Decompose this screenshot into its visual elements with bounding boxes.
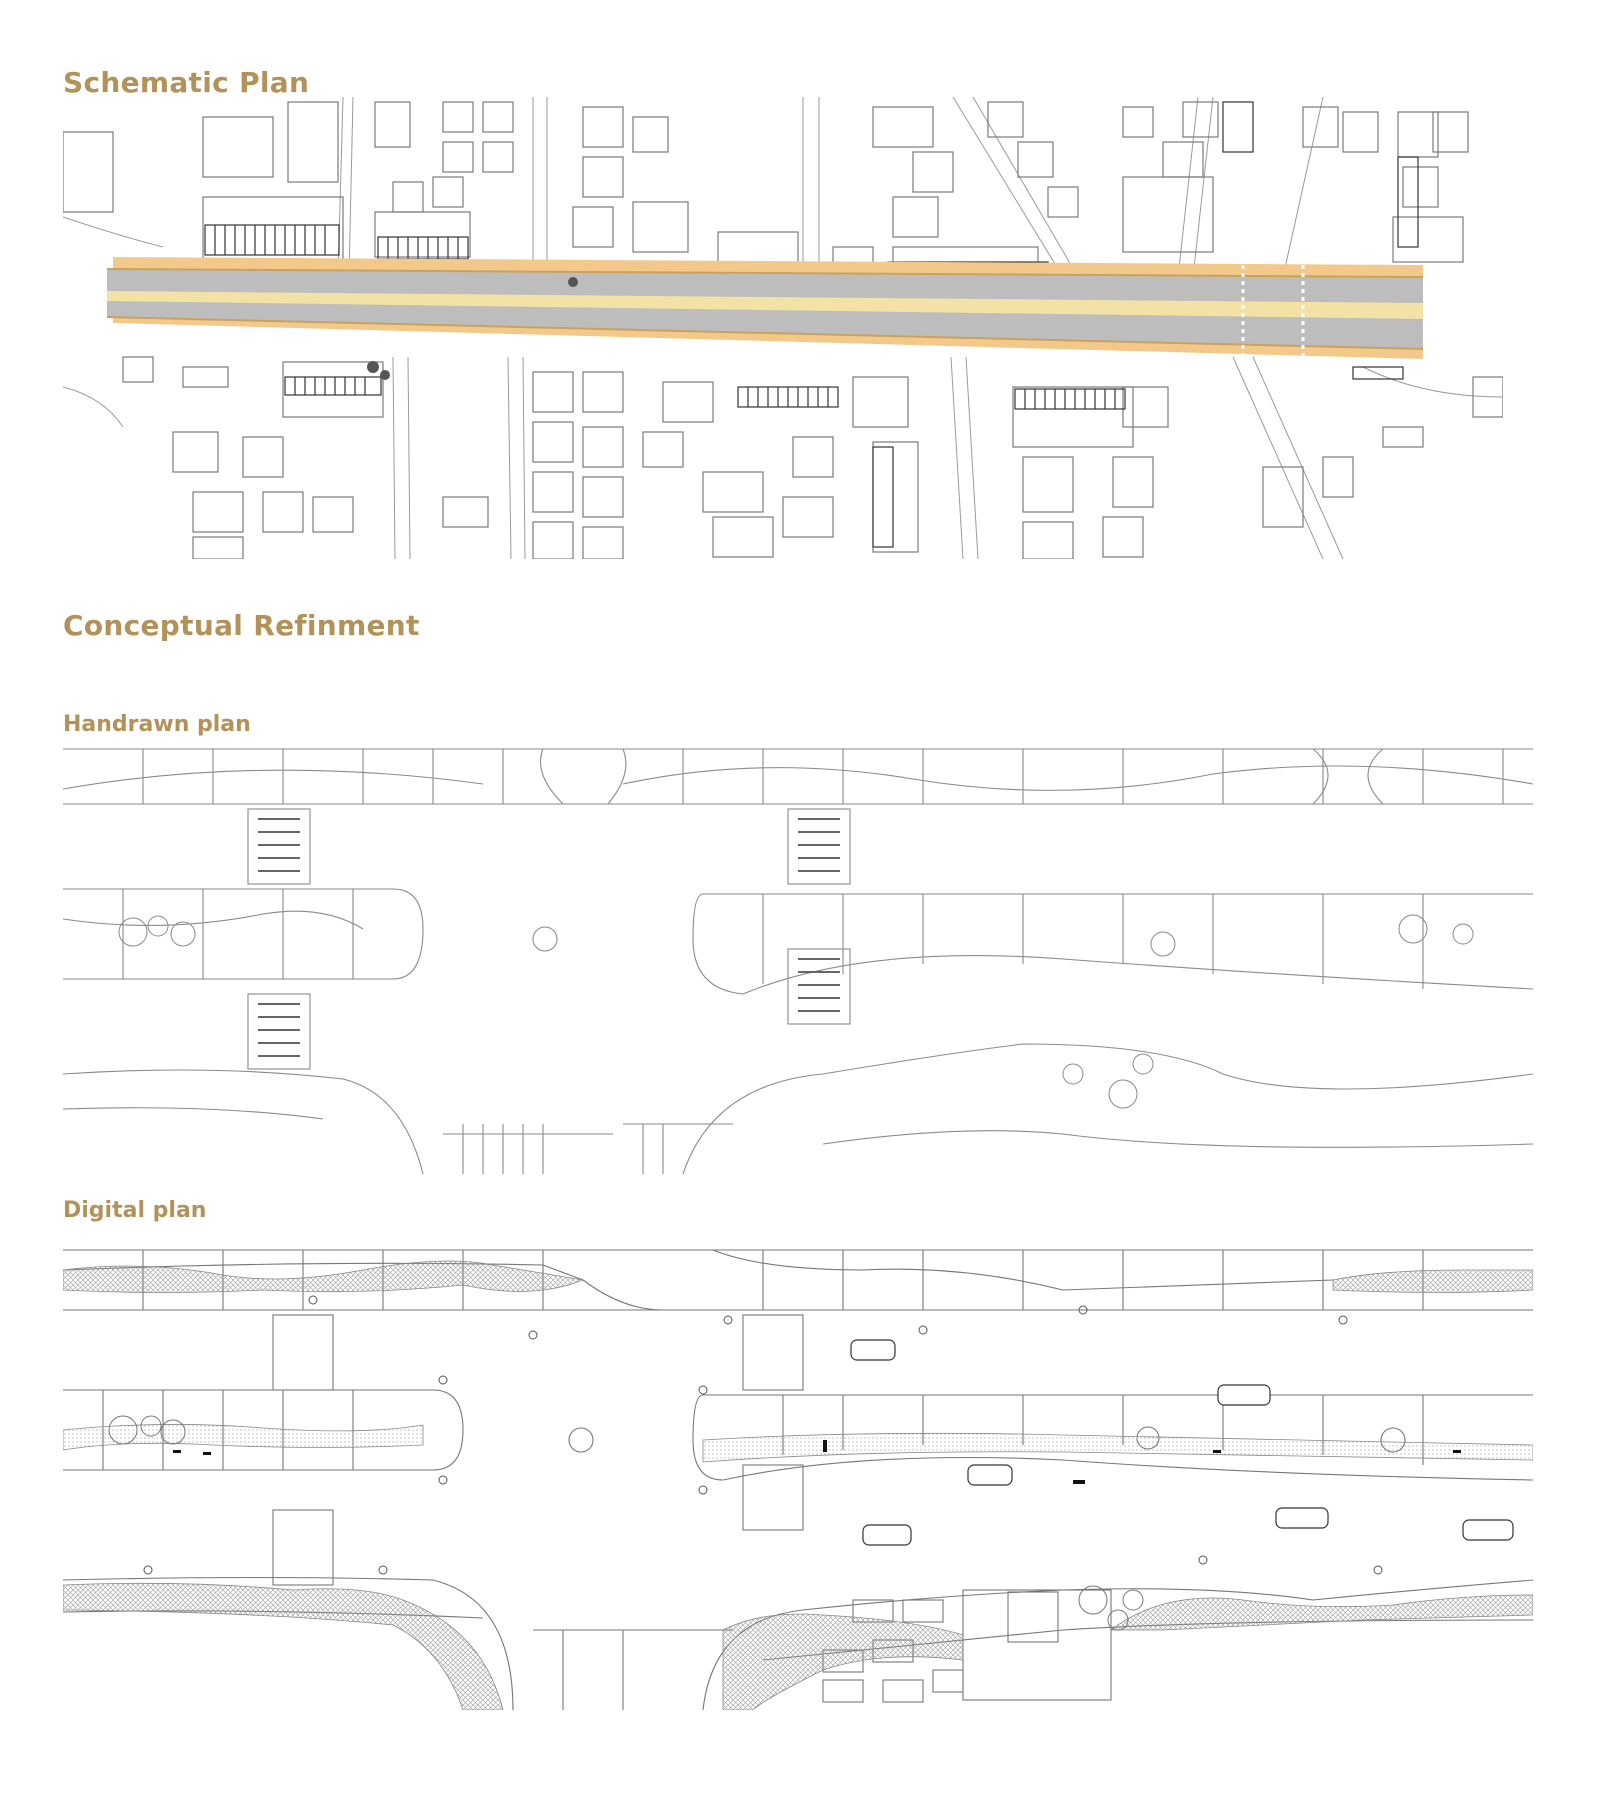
digital-plan-drawing: [63, 1249, 1533, 1710]
handdrawn-plan-title: Handrawn plan: [63, 712, 251, 737]
conceptual-refinement-title: Conceptual Refinment: [63, 609, 420, 642]
schematic-plan-title: Schematic Plan: [63, 66, 310, 99]
handdrawn-plan-drawing: [63, 748, 1533, 1174]
digital-plan-title: Digital plan: [63, 1198, 207, 1223]
schematic-plan-drawing: [63, 97, 1503, 559]
